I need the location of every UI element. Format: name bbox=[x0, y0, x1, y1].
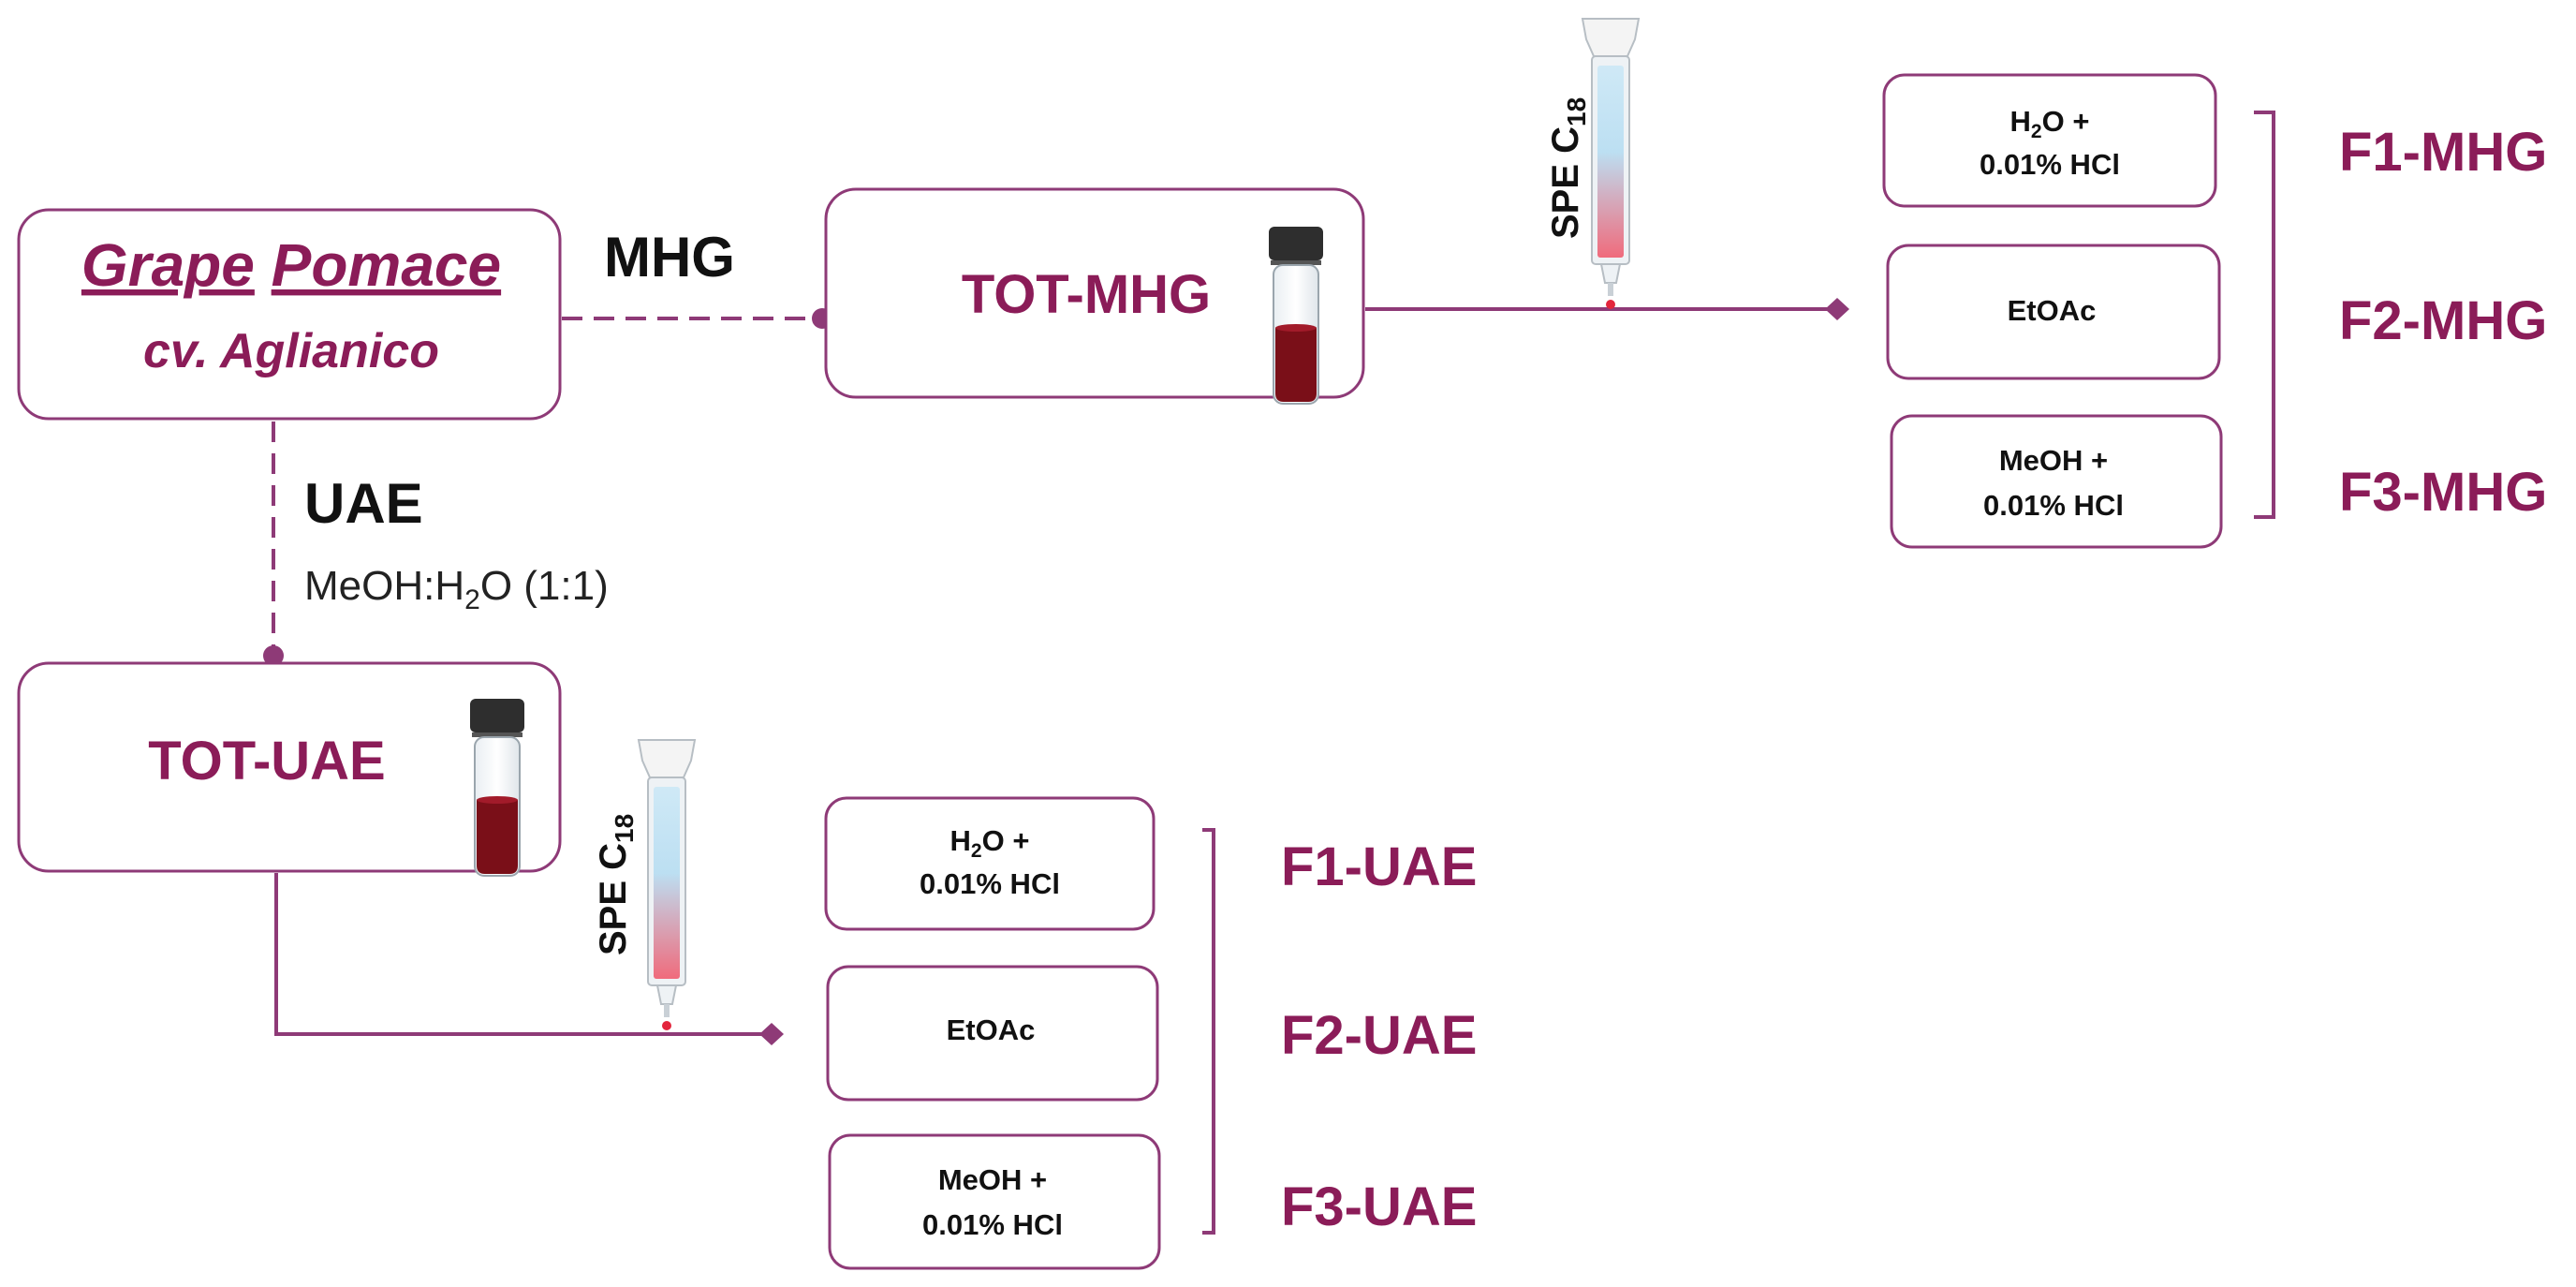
spe-label: SPE C18 bbox=[1545, 97, 1591, 239]
uae-arrow-diamond bbox=[759, 1023, 784, 1045]
mhg-fraction-3: MeOH + 0.01% HCl F3-MHG bbox=[1890, 414, 2547, 549]
mhg-fraction-2: EtOAc F2-MHG bbox=[1886, 244, 2547, 380]
connectors bbox=[272, 111, 2275, 1235]
fraction-label: F3-UAE bbox=[1281, 1176, 1477, 1237]
uae-fraction-2: EtOAc F2-UAE bbox=[826, 965, 1477, 1102]
mhg-spe-cartridge: SPE C18 bbox=[1545, 18, 1641, 309]
uae-fraction-3: MeOH + 0.01% HCl F3-UAE bbox=[828, 1133, 1477, 1270]
solvent-line-2: 0.01% HCl bbox=[922, 1208, 1063, 1241]
uae-connector-dot bbox=[263, 645, 284, 666]
fraction-label: F1-MHG bbox=[2339, 122, 2547, 183]
solvent-line-2: 0.01% HCl bbox=[1983, 489, 2124, 522]
uae-spe-connector bbox=[274, 873, 772, 1036]
uae-method-label: UAE bbox=[304, 472, 423, 535]
uae-fraction-bracket bbox=[1202, 828, 1215, 1235]
mhg-fraction-1: H2O + 0.01% HCl F1-MHG bbox=[1882, 73, 2547, 208]
tot-mhg-label: TOT-MHG bbox=[962, 264, 1211, 325]
spe-label: SPE C18 bbox=[593, 814, 639, 955]
spe-cartridge-icon bbox=[637, 739, 697, 1030]
solvent-line-2: 0.01% HCl bbox=[1980, 148, 2120, 181]
mhg-fraction-list: H2O + 0.01% HCl F1-MHG EtOAc F2-MHG MeOH… bbox=[1882, 73, 2547, 549]
uae-solvent-label: MeOH:H2O (1:1) bbox=[304, 563, 609, 615]
grape-pomace-title: Grape Pomace bbox=[81, 231, 501, 299]
solvent-line-1: MeOH + bbox=[938, 1163, 1047, 1196]
grape-pomace-node: Grape Pomace cv. Aglianico bbox=[17, 208, 562, 421]
spe-cartridge-icon bbox=[1581, 18, 1641, 309]
solvent-line-1: H2O + bbox=[2010, 105, 2090, 142]
solvent-line-1: H2O + bbox=[950, 824, 1030, 862]
solvent-line-1: EtOAc bbox=[2008, 294, 2097, 327]
vial-icon bbox=[470, 699, 524, 877]
fraction-label: F2-MHG bbox=[2339, 290, 2547, 351]
vial-icon bbox=[1269, 227, 1323, 405]
cultivar-label: cv. Aglianico bbox=[143, 324, 439, 378]
mhg-method-label: MHG bbox=[604, 226, 735, 288]
solvent-line-1: EtOAc bbox=[947, 1013, 1036, 1046]
solvent-line-1: MeOH + bbox=[1999, 444, 2108, 477]
tot-mhg-node: TOT-MHG bbox=[824, 187, 1365, 405]
solvent-line-2: 0.01% HCl bbox=[920, 867, 1060, 900]
tot-uae-label: TOT-UAE bbox=[148, 731, 386, 791]
mhg-fraction-bracket bbox=[2254, 111, 2275, 519]
uae-fraction-list: H2O + 0.01% HCl F1-UAE EtOAc F2-UAE MeOH… bbox=[824, 796, 1477, 1270]
uae-spe-cartridge: SPE C18 bbox=[593, 739, 697, 1030]
fraction-label: F3-MHG bbox=[2339, 462, 2547, 523]
mhg-arrow-diamond bbox=[1825, 298, 1849, 320]
uae-fraction-1: H2O + 0.01% HCl F1-UAE bbox=[824, 796, 1477, 931]
fraction-label: F1-UAE bbox=[1281, 836, 1477, 897]
tot-uae-node: TOT-UAE bbox=[17, 661, 562, 877]
fraction-label: F2-UAE bbox=[1281, 1005, 1477, 1066]
